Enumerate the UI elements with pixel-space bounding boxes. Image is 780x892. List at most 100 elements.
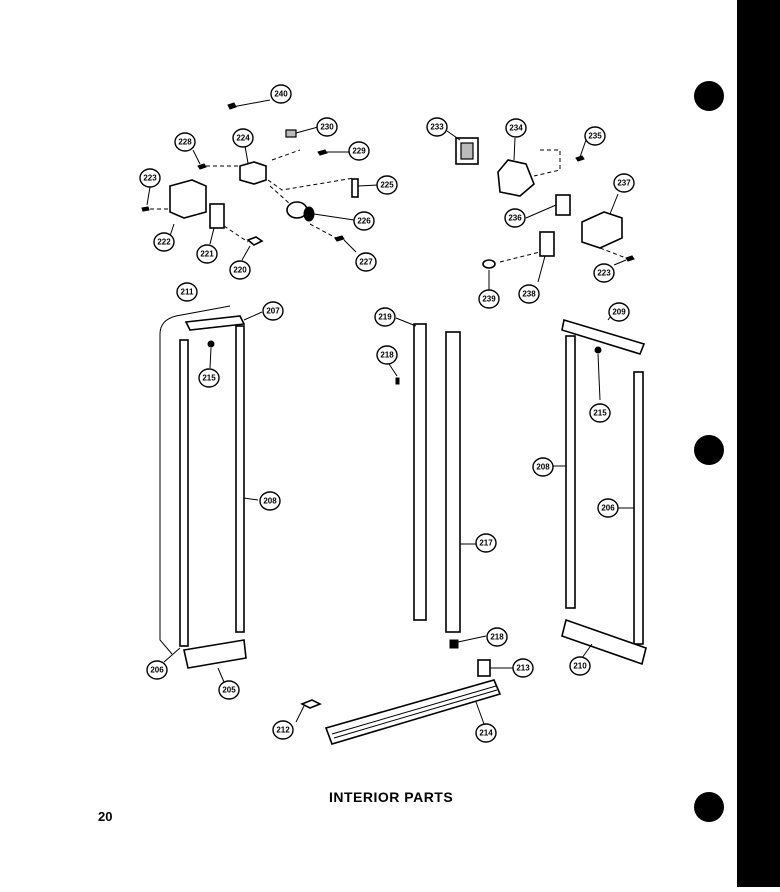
- part-220: [246, 236, 264, 246]
- callout-label: 208: [536, 463, 550, 472]
- callout-235: 235: [584, 126, 606, 146]
- callout-bubble: [426, 117, 448, 137]
- callout-label: 211: [181, 288, 194, 297]
- callout-218: 218: [486, 627, 508, 647]
- callout-bubble: [348, 141, 370, 161]
- left-frame: [159, 305, 263, 683]
- callout-238: 238: [518, 284, 540, 304]
- part-206b-right-rail: [633, 371, 644, 645]
- callout-220: 220: [229, 260, 251, 280]
- part-217-mullion: [445, 331, 461, 633]
- callout-bubble: [512, 658, 534, 678]
- part-225: [351, 178, 359, 198]
- callout-bubble: [196, 244, 218, 264]
- callout-bubble: [569, 656, 591, 676]
- diagram-title: INTERIOR PARTS: [329, 789, 454, 805]
- callout-212: 212: [272, 720, 294, 740]
- part-215b: [594, 346, 602, 354]
- part-230: [285, 129, 297, 138]
- callout-221: 221: [196, 244, 218, 264]
- callout-label: 225: [380, 181, 394, 190]
- callout-label: 208: [263, 497, 277, 506]
- punch-hole-middle: [694, 435, 724, 465]
- part-207-top-rail: [184, 315, 246, 331]
- callout-label: 210: [573, 662, 587, 671]
- part-237-box: [581, 211, 623, 249]
- callout-214: 214: [475, 723, 497, 743]
- callout-label: 207: [266, 307, 280, 316]
- callout-bubble: [478, 289, 500, 309]
- callout-bubble: [376, 175, 398, 195]
- callout-label: 215: [202, 374, 216, 383]
- callout-bubble: [597, 498, 619, 518]
- callout-208: 208: [259, 491, 281, 511]
- callout-bubble: [139, 168, 161, 188]
- callout-label: 222: [157, 238, 171, 247]
- callout-label: 227: [359, 258, 373, 267]
- part-239-knob: [482, 259, 496, 269]
- callout-label: 224: [236, 134, 250, 143]
- callout-bubble: [593, 263, 615, 283]
- part-206-left-rail: [179, 339, 189, 647]
- callout-label: 239: [482, 295, 496, 304]
- part-240-screw: [227, 102, 237, 110]
- callout-233: 233: [426, 117, 448, 137]
- callout-219: 219: [374, 307, 396, 327]
- callout-208: 208: [532, 457, 554, 477]
- punch-hole-bottom: [694, 792, 724, 822]
- part-214-grille: [324, 679, 502, 745]
- callout-label: 212: [276, 726, 290, 735]
- callout-label: 221: [200, 250, 214, 259]
- callout-239: 239: [478, 289, 500, 309]
- callout-label: 233: [430, 123, 444, 132]
- callout-label: 214: [479, 729, 493, 738]
- callout-label: 213: [516, 664, 530, 673]
- part-218a: [395, 377, 400, 385]
- callout-bubble: [505, 118, 527, 138]
- callout-bubble: [532, 457, 554, 477]
- right-frame: [552, 311, 647, 666]
- callout-230: 230: [316, 117, 338, 137]
- callout-label: 237: [617, 179, 631, 188]
- callout-bubble: [475, 723, 497, 743]
- part-223b: [625, 255, 635, 262]
- callout-213: 213: [512, 658, 534, 678]
- callout-label: 228: [178, 138, 192, 147]
- callout-label: 236: [508, 214, 522, 223]
- part-212-clip: [300, 699, 322, 709]
- callout-215: 215: [198, 368, 220, 388]
- part-215a: [207, 340, 215, 348]
- part-211-wire: [159, 305, 231, 655]
- callout-225: 225: [376, 175, 398, 195]
- callout-205: 205: [218, 680, 240, 700]
- callout-label: 223: [597, 269, 611, 278]
- part-222-box: [169, 179, 207, 219]
- part-224-bracket: [239, 161, 267, 185]
- part-236-plate: [555, 194, 571, 216]
- part-209-top-rail: [561, 318, 646, 355]
- callout-bubble: [518, 284, 540, 304]
- callout-bubble: [270, 84, 292, 104]
- callout-217: 217: [475, 533, 497, 553]
- part-208b-left-rail: [565, 335, 576, 609]
- callout-227: 227: [355, 252, 377, 272]
- part-221-plate: [209, 203, 225, 229]
- callout-label: 219: [378, 313, 392, 322]
- callout-215: 215: [589, 403, 611, 423]
- callout-223: 223: [593, 263, 615, 283]
- callout-bubble: [229, 260, 251, 280]
- callout-bubble: [218, 680, 240, 700]
- callout-bubble: [504, 208, 526, 228]
- page-number: 20: [98, 809, 113, 824]
- callout-226: 226: [353, 211, 375, 231]
- top-right-assembly: [446, 130, 635, 290]
- callout-label: 218: [490, 633, 504, 642]
- callout-label: 235: [588, 132, 602, 141]
- part-210-bottom-rail: [561, 618, 647, 666]
- callout-223: 223: [139, 168, 161, 188]
- callout-bubble: [174, 132, 196, 152]
- callout-label: 218: [380, 351, 394, 360]
- callout-bubble: [353, 211, 375, 231]
